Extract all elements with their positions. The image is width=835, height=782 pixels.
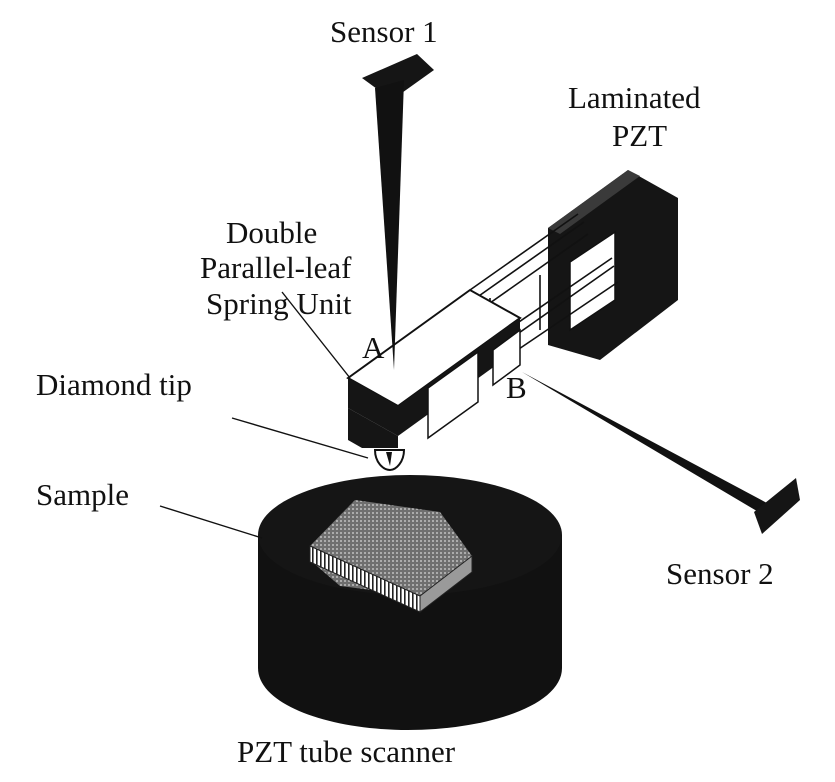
leader-lines (159, 291, 369, 539)
laminated-pzt-label-line2: PZT (612, 118, 667, 153)
point-a-label: A (362, 330, 385, 365)
leader-double-spring (281, 291, 351, 379)
sensor-2-label: Sensor 2 (666, 556, 774, 591)
sample-block (309, 500, 473, 614)
sensor-1-label: Sensor 1 (330, 14, 438, 49)
leader-sample (159, 505, 263, 539)
double-spring-label-line1: Double (226, 215, 317, 250)
double-spring-label-line3: Spring Unit (206, 286, 352, 321)
laminated-pzt-label-line1: Laminated (568, 80, 701, 115)
labels: Sensor 1 Laminated PZT Double Parallel-l… (36, 14, 774, 769)
pzt-tube-scanner-label: PZT tube scanner (237, 734, 456, 769)
cantilever-body (346, 288, 522, 448)
sensor-2-probe (522, 372, 800, 534)
diamond-tip (373, 449, 406, 472)
leader-diamond-tip (231, 417, 369, 459)
diamond-tip-label: Diamond tip (36, 367, 192, 402)
double-spring-label-line2: Parallel-leaf (200, 250, 352, 285)
sensor-1-probe (362, 54, 434, 370)
sample-label: Sample (36, 477, 129, 512)
laminated-pzt (548, 170, 678, 360)
point-b-label: B (506, 370, 527, 405)
